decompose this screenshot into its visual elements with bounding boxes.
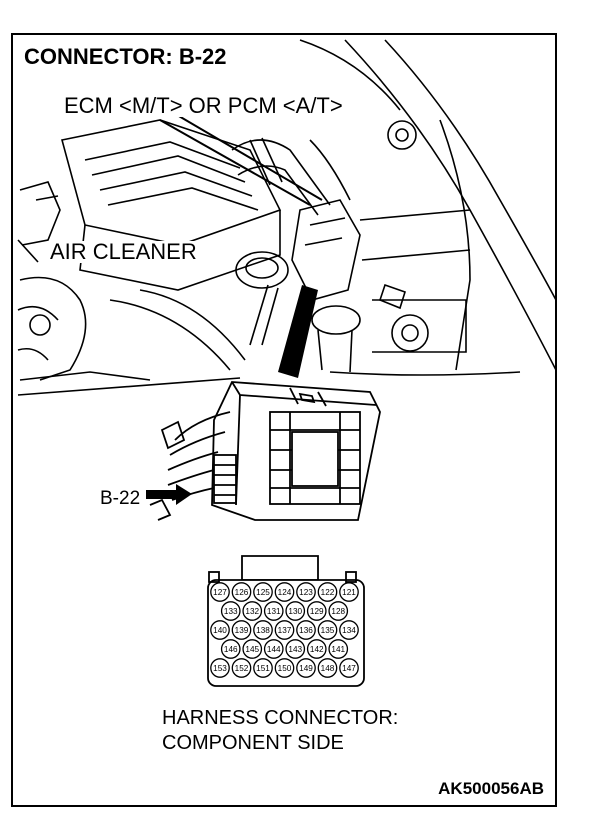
pin-circle bbox=[242, 601, 263, 621]
diagram-title: CONNECTOR: B-22 bbox=[24, 44, 227, 69]
pin-number: 132 bbox=[245, 607, 259, 616]
pin-circle bbox=[285, 639, 306, 659]
pin-circle bbox=[317, 582, 338, 602]
pin-number: 126 bbox=[235, 588, 249, 597]
pin-number: 140 bbox=[213, 626, 227, 635]
air-cleaner-label: AIR CLEANER bbox=[48, 239, 199, 264]
pin-number: 146 bbox=[224, 645, 238, 654]
pin-number: 135 bbox=[321, 626, 335, 635]
pin-circle bbox=[296, 658, 316, 678]
pin-number: 131 bbox=[267, 607, 281, 616]
pin-number: 138 bbox=[256, 626, 270, 635]
pin-circle bbox=[253, 582, 273, 602]
pin-circle bbox=[328, 639, 349, 659]
figure-border bbox=[11, 33, 557, 807]
pin-circle bbox=[263, 639, 284, 659]
pin-number: 121 bbox=[342, 588, 356, 597]
pin-number: 130 bbox=[288, 607, 302, 616]
engine-bay-illustration bbox=[17, 39, 557, 396]
pin-number: 151 bbox=[256, 664, 270, 673]
b22-arrow bbox=[146, 484, 192, 505]
pin-number: 142 bbox=[310, 645, 324, 654]
pin-circle bbox=[339, 620, 359, 640]
pin-circle bbox=[231, 620, 252, 640]
pin-number: 150 bbox=[278, 664, 292, 673]
pin-circle bbox=[231, 658, 252, 678]
pin-circle bbox=[274, 658, 295, 678]
pin-number: 134 bbox=[342, 626, 356, 635]
pin-number: 149 bbox=[299, 664, 313, 673]
pin-number: 128 bbox=[331, 607, 345, 616]
pin-circle bbox=[285, 601, 306, 621]
harness-caption-line1: HARNESS CONNECTOR: bbox=[162, 707, 399, 729]
pin-number: 139 bbox=[235, 626, 249, 635]
pin-circle bbox=[317, 658, 338, 678]
pin-number: 143 bbox=[288, 645, 302, 654]
pin-circle bbox=[210, 620, 230, 640]
location-pointer bbox=[278, 285, 318, 378]
pin-number: 136 bbox=[299, 626, 313, 635]
pin-number: 144 bbox=[267, 645, 281, 654]
ecm-enlarged bbox=[149, 381, 381, 521]
pin-circle bbox=[274, 582, 295, 602]
pin-number: 153 bbox=[213, 664, 227, 673]
pin-number: 127 bbox=[213, 588, 227, 597]
pin-number: 123 bbox=[299, 588, 313, 597]
connector-label: B-22 bbox=[100, 488, 141, 509]
pin-circle bbox=[263, 601, 284, 621]
pin-number: 137 bbox=[278, 626, 292, 635]
pin-number: 124 bbox=[278, 588, 292, 597]
pin-number: 129 bbox=[310, 607, 324, 616]
pin-circle bbox=[328, 601, 349, 621]
pin-number: 125 bbox=[256, 588, 270, 597]
pin-number: 122 bbox=[321, 588, 335, 597]
harness-caption: HARNESS CONNECTOR: COMPONENT SIDE bbox=[162, 706, 398, 756]
pin-circle bbox=[306, 601, 327, 621]
pin-circle bbox=[220, 639, 241, 659]
pin-circle bbox=[296, 582, 316, 602]
pin-circle bbox=[210, 582, 230, 602]
pin-circle bbox=[253, 658, 273, 678]
pin-circle bbox=[306, 639, 327, 659]
pin-circle bbox=[339, 582, 359, 602]
pin-number: 148 bbox=[321, 664, 335, 673]
pin-number: 152 bbox=[235, 664, 249, 673]
pin-number: 147 bbox=[342, 664, 356, 673]
pin-number: 145 bbox=[245, 645, 259, 654]
pin-circle bbox=[317, 620, 338, 640]
harness-caption-line2: COMPONENT SIDE bbox=[162, 732, 344, 754]
pin-circle bbox=[296, 620, 316, 640]
pin-circle bbox=[339, 658, 359, 678]
pin-circle bbox=[220, 601, 241, 621]
pin-circle bbox=[253, 620, 273, 640]
pin-circle bbox=[210, 658, 230, 678]
pin-number: 141 bbox=[331, 645, 345, 654]
pin-circle bbox=[274, 620, 295, 640]
ecm-label: ECM <M/T> OR PCM <A/T> bbox=[62, 93, 345, 118]
pin-number: 133 bbox=[224, 607, 238, 616]
pin-circle bbox=[231, 582, 252, 602]
pin-circle bbox=[242, 639, 263, 659]
figure-code: AK500056AB bbox=[438, 779, 544, 798]
pin-grid: 127 126 125 124 123 122 121 133 132 131 130 129 128 1… bbox=[210, 582, 359, 678]
